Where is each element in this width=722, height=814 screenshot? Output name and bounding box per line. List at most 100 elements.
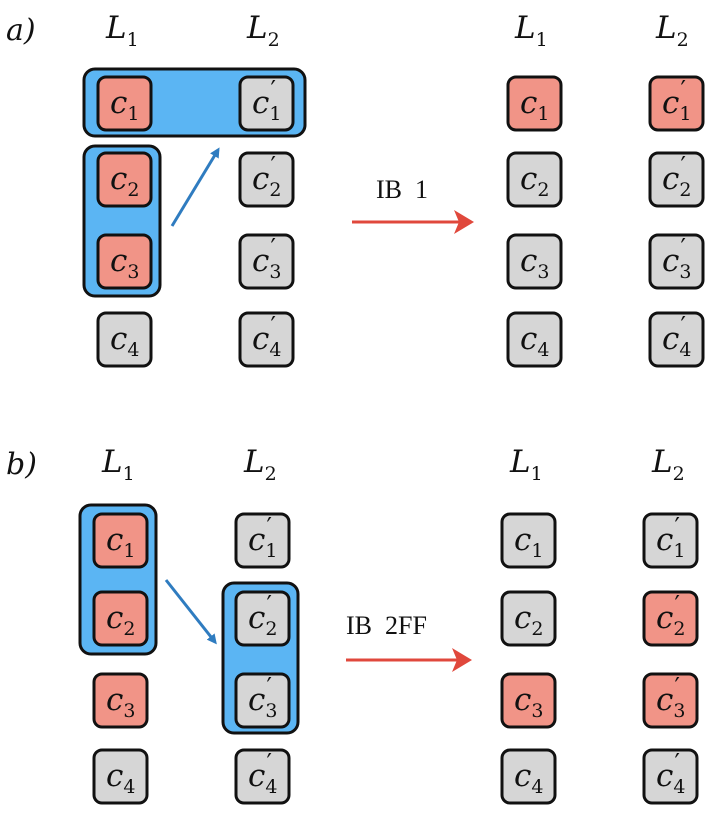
panel-a-after-l1-cell-1-label: c1 [520,85,549,125]
panel-a-after-l2-cell-4: c4′ [648,311,705,368]
panel-a-before-l1-cell-1-box [96,75,153,132]
panel-b-after-l1-cell-1-label: c1 [514,522,543,562]
panel-b-before-l2-cell-2-box [234,590,291,647]
panel-b-layer-label-left-after: L1 [509,444,543,485]
panel-b-before-l1-cell-3-box [92,672,149,729]
panel-a-after-l1-cell-3-label: c3 [520,243,549,283]
panel-a-after-l2-cell-1-box [648,75,705,132]
panel-b-before-l2-cell-2-label: c2′ [248,591,277,640]
panel-a-before-l2-cell-3-box [238,233,295,290]
panel-b-before-l2-cell-4: c4′ [234,748,291,805]
panel-b-before-l1-cell-3-label: c3 [106,682,135,722]
panel-a-layer-label-right-before: L2 [246,10,280,51]
panel-b-after-l2-cell-3-box [642,672,699,729]
panel-a-before-l1-cell-4: c4 [96,311,153,368]
panel-b-before-l1-cell-3: c3 [92,672,149,729]
panel-a-after-l2-cell-4-box [648,311,705,368]
panel-b-before-l1-cell-1-box [92,512,149,569]
panel-a-after-l2-cell-2: c2′ [648,151,705,208]
panel-a-before-l1-cell-1-label: c1 [110,85,139,125]
panel-b-after-l1-cell-3: c3 [500,672,557,729]
panel-a-before-l1-cell-4-label: c4 [110,321,139,361]
panel-a-after-l1-cell-2: c2 [506,151,563,208]
panel-a-after-l2-cell-1: c1′ [648,75,705,132]
panel-a-after-l1-cell-1-box [506,75,563,132]
panel-a-layer-label-left-after: L1 [514,10,548,51]
panel-a-before-l2-cell-4: c4′ [238,311,295,368]
panel-b-after-l2-cell-1: c1′ [642,512,699,569]
panel-b-layer-label-right-before: L2 [243,444,277,485]
panel-b-after-l1-cell-1-box [500,512,557,569]
panel-b-before-l2-cell-1-label: c1′ [248,513,277,562]
panel-b-after-l2-cell-3: c3′ [642,672,699,729]
panel-b-before-l1-cell-4: c4 [92,748,149,805]
panel-b-after-l1-cell-2-box [500,590,557,647]
panel-b-after-l1-cell-1: c1 [500,512,557,569]
panel-a-after-l1-cell-4-box [506,311,563,368]
panel-b-before-l2-cell-2: c2′ [234,590,291,647]
panel-a-layer-label-right-after: L2 [655,10,689,51]
panel-b-before-l2-cell-1-box [234,512,291,569]
panel-b-mapping-arrow [164,579,217,645]
panel-b-after-l2-cell-1-label: c1′ [656,513,685,562]
panel-b-before-l2-cell-3: c3′ [234,672,291,729]
panel-a-before-l2-cell-3-label: c3′ [252,234,281,283]
panel-b-before-l1-cell-4-label: c4 [106,758,135,798]
panel-b-layer-label-left-before: L1 [101,444,135,485]
panel-b-after-l2-cell-2: c2′ [642,590,699,647]
panel-a-before-l2-cell-2-box [238,151,295,208]
panel-a-after-l1-cell-4: c4 [506,311,563,368]
panel-b-before-l1-cell-2-label: c2 [106,600,135,640]
panel-a-process-label: IB 1 [376,175,428,204]
panel-a-before-l2-cell-2-label: c2′ [252,152,281,201]
panel-a-before-l1-cell-2-box [96,151,153,208]
panel-b-before-l1-cell-1-label: c1 [106,522,135,562]
panel-b-before-l1-cell-2: c2 [92,590,149,647]
panel-a-after-l2-cell-2-box [648,151,705,208]
panel-a-before-l1-cell-3-label: c3 [110,243,139,283]
panel-a-before-l2-cell-4-label: c4′ [252,312,281,361]
panel-a-before-l2-cell-1: c1′ [238,75,295,132]
panel-a-before-l1-cell-2-label: c2 [110,161,139,201]
panel-a-after-l1-cell-4-label: c4 [520,321,549,361]
panel-a-before-l2-cell-1-label: c1′ [252,76,281,125]
panel-b-cells: c1 c2 c3 c4 c1′ c2′ c3′ c4′ c1 c2 c3 c4 c1′ c2′ c3′ c4′ [92,512,699,805]
panel-a-before-l1-cell-2: c2 [96,151,153,208]
panel-a-before-l2-cell-2: c2′ [238,151,295,208]
panel-a-mapping-arrow [170,147,220,227]
panel-a-after-l1-cell-2-label: c2 [520,161,549,201]
panel-b-after-l2-cell-1-box [642,512,699,569]
panel-b-after-l1-cell-4-label: c4 [514,758,543,798]
panel-a-after-l2-cell-4-label: c4′ [662,312,691,361]
panel-a-before-l1-cell-4-box [96,311,153,368]
panel-a-after-l2-cell-3-box [648,233,705,290]
panel-a-after-l1-cell-3: c3 [506,233,563,290]
panel-a-before-l2-cell-1-box [238,75,295,132]
panel-b-after-l2-cell-4-box [642,748,699,805]
panel-a-before-l2-cell-3: c3′ [238,233,295,290]
panel-a-after-l1-cell-1: c1 [506,75,563,132]
panel-b-process-label: IB 2FF [346,611,427,640]
panel-b-after-l2-cell-3-label: c3′ [656,673,685,722]
panel-b: b) L1 L2 L1 L2 IB 2FF c1c2c3c4c1′c2′c3′c… [6,444,699,805]
panel-b-before-l1-cell-2-box [92,590,149,647]
panel-b-before-l2-cell-4-label: c4′ [248,749,277,798]
panel-b-after-l2-cell-4-label: c4′ [656,749,685,798]
panel-b-after-l1-cell-3-box [500,672,557,729]
panel-a: a) L1 L2 L1 L2 IB 1 c1c2c3c4c1′c2′c3′c4′… [6,10,705,368]
panel-b-after-l1-cell-2: c2 [500,590,557,647]
panel-a-after-l1-cell-2-box [506,151,563,208]
panel-b-before-l2-cell-3-label: c3′ [248,673,277,722]
panel-b-after-l2-cell-4: c4′ [642,748,699,805]
panel-b-before-l2-cell-3-box [234,672,291,729]
panel-a-before-l1-cell-1: c1 [96,75,153,132]
panel-a-before-l1-cell-3: c3 [96,233,153,290]
panel-a-after-l2-cell-2-label: c2′ [662,152,691,201]
panel-b-tag: b) [6,447,37,482]
panel-a-tag: a) [6,13,36,48]
panel-b-before-l1-cell-4-box [92,748,149,805]
panel-b-before-l2-cell-1: c1′ [234,512,291,569]
panel-a-before-l1-cell-3-box [96,233,153,290]
